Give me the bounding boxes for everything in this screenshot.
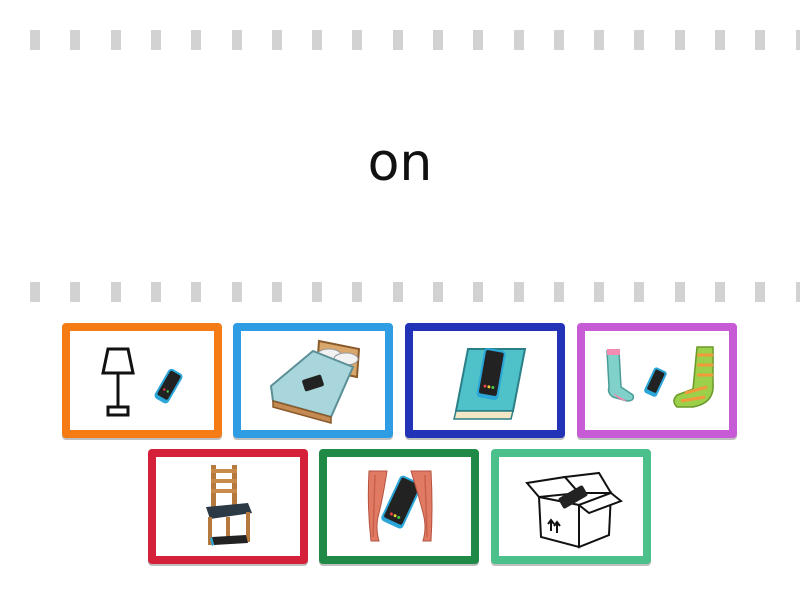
dash-segment [70,282,80,302]
answer-card-phone-behind-curtains[interactable] [319,449,479,564]
dash-segment [675,282,685,302]
dash-segment [433,30,443,50]
dash-segment [30,282,40,302]
dash-segment [554,30,564,50]
dash-segment [715,30,725,50]
dash-segment [796,282,800,302]
dash-segment [70,30,80,50]
dash-segment [272,30,282,50]
dash-segment [312,282,322,302]
dash-segment [232,30,242,50]
dash-segment [111,282,121,302]
dash-segment [151,30,161,50]
dash-segment [352,282,362,302]
dash-segment [594,30,604,50]
phone-on-book-image [453,348,527,420]
dash-segment [554,282,564,302]
dash-segment [433,282,443,302]
lamp-and-phone-image [101,347,183,417]
dash-segment [634,282,644,302]
dash-segment [514,30,524,50]
dash-segment [191,30,201,50]
dash-segment [594,282,604,302]
dash-segment [755,30,765,50]
dash-segment [232,282,242,302]
answer-card-phone-between-socks[interactable] [577,323,737,438]
dash-segment [151,282,161,302]
dash-segment [393,282,403,302]
dash-segment [473,282,483,302]
phone-in-box-image [525,471,623,549]
dash-segment [675,30,685,50]
dash-segment [272,282,282,302]
phone-between-socks-image [606,346,714,408]
dash-segment [191,282,201,302]
answer-card-phone-on-book[interactable] [405,323,565,438]
answer-card-phone-under-chair[interactable] [148,449,308,564]
bottom-drop-zone-border [0,282,800,302]
dash-segment [111,30,121,50]
dash-segment [755,282,765,302]
phone-behind-curtains-image [367,470,433,542]
dash-segment [514,282,524,302]
dash-segment [796,30,800,50]
answer-card-phone-in-box[interactable] [491,449,651,564]
dash-segment [473,30,483,50]
answer-card-phone-on-bed[interactable] [233,323,393,438]
dash-segment [393,30,403,50]
top-drop-zone-border [0,30,800,50]
target-word: on [367,133,433,193]
dash-segment [634,30,644,50]
dash-segment [30,30,40,50]
phone-on-bed-image [269,339,361,424]
dash-segment [312,30,322,50]
phone-under-chair-image [206,465,252,546]
dash-segment [352,30,362,50]
dash-segment [715,282,725,302]
answer-card-lamp-phone[interactable] [62,323,222,438]
